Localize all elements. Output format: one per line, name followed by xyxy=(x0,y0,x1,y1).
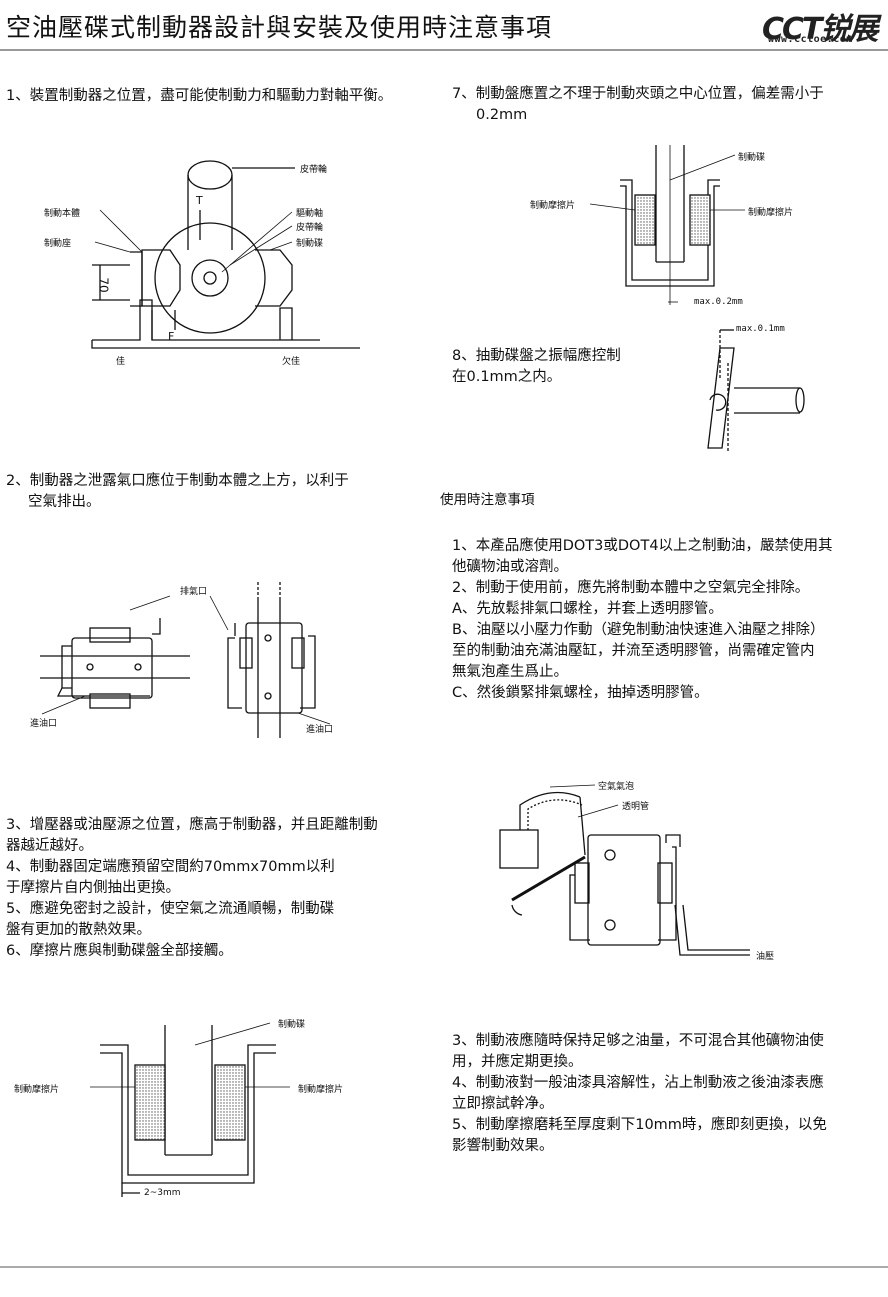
label-gap: 2~3mm xyxy=(144,1188,181,1198)
label-dim-70: 70 xyxy=(96,277,111,293)
label-max-01: max.0.1mm xyxy=(736,324,785,334)
item-2-line: 空氣排出。 xyxy=(28,494,101,510)
figure-bleeding: 空氣氣泡 透明管 油壓 xyxy=(490,775,820,975)
items-line: 器越近越好。 xyxy=(6,838,93,854)
bleed-diagram xyxy=(40,582,331,738)
item-7-text: 7、制動盤應置之不理于制動夾頭之中心位置，偏差需小于 0.2mm xyxy=(452,84,824,126)
label-brake-disc: 制動碟 xyxy=(296,239,324,249)
note-line: 5、制動摩擦磨耗至厚度剩下10mm時，應即刻更換，以免 xyxy=(452,1117,827,1133)
label-bad: 欠佳 xyxy=(282,357,301,367)
items-3-6-text: 3、增壓器或油壓源之位置，應高于制動器，并且距離制動 器越近越好。 4、制動器固… xyxy=(6,815,378,962)
notes-text: 1、本產品應使用DOT3或DOT4以上之制動油，嚴禁使用其 他礦物油或溶劑。 2… xyxy=(452,536,833,704)
label-pad-left: 制動摩擦片 xyxy=(14,1085,60,1095)
figure-bleed-port: 排氣口 進油口 進油口 xyxy=(30,578,370,748)
note-line: 無氣泡產生爲止。 xyxy=(452,664,568,680)
note-line: 立即擦試幹净。 xyxy=(452,1096,554,1112)
label-drive-shaft: 驅動軸 xyxy=(296,209,324,219)
page-title: 空油壓碟式制動器設計與安裝及使用時注意事項 xyxy=(6,13,553,42)
notes-2-text: 3、制動液應隨時保持足够之油量，不可混合其他礦物油使 用，并應定期更換。 4、制… xyxy=(452,1031,827,1157)
label-f: F xyxy=(168,330,175,343)
figure-vibration: max.0.1mm xyxy=(690,318,830,468)
label-disc: 制動碟 xyxy=(738,153,766,163)
items-line: 于摩擦片自内側抽出更換。 xyxy=(6,880,180,896)
note-line: 4、制動液對一般油漆具溶解性，沾上制動液之後油漆表應 xyxy=(452,1075,824,1091)
label-brake-body: 制動本體 xyxy=(44,209,81,219)
label-good: 佳 xyxy=(116,357,126,367)
item-8-line: 8、抽動碟盤之振幅應控制 xyxy=(452,348,621,364)
label-tube: 透明管 xyxy=(622,802,650,812)
item-1-text: 1、裝置制動器之位置，盡可能使制動力和驅動力對軸平衡。 xyxy=(6,88,393,104)
items-line: 6、摩擦片應與制動碟盤全部接觸。 xyxy=(6,943,233,959)
note-line: A、先放鬆排氣口螺栓，并套上透明膠管。 xyxy=(452,601,723,617)
note-line: B、油壓以小壓力作動（避免制動油快速進入油壓之排除） xyxy=(452,622,825,638)
item-7-line: 7、制動盤應置之不理于制動夾頭之中心位置，偏差需小于 xyxy=(452,86,824,102)
note-line: 影響制動效果。 xyxy=(452,1138,554,1154)
items-line: 盤有更加的散熱效果。 xyxy=(6,922,151,938)
item-2-line: 2、制動器之泄露氣口應位于制動本體之上方，以利于 xyxy=(6,473,349,489)
item-2-text: 2、制動器之泄露氣口應位于制動本體之上方，以利于 空氣排出。 xyxy=(6,471,349,513)
label-belt-wheel: 皮帶輪 xyxy=(300,165,328,175)
bleeding-diagram xyxy=(499,784,750,956)
items-line: 3、增壓器或油壓源之位置，應高于制動器，并且距離制動 xyxy=(6,817,378,833)
footer-divider xyxy=(0,1266,888,1268)
brand-logo: CCT锐展 www.cctoe.com xyxy=(762,4,880,47)
label-pad-right: 制動摩擦片 xyxy=(748,208,794,218)
disc-center-diagram xyxy=(589,145,745,305)
label-pad-right: 制動摩擦片 xyxy=(298,1085,344,1095)
label-max-02: max.0.2mm xyxy=(694,297,743,307)
label-bubble: 空氣氣泡 xyxy=(598,782,635,792)
item-8-text: 8、抽動碟盤之振幅應控制 在0.1mm之内。 xyxy=(452,346,621,388)
label-t: T xyxy=(196,194,203,207)
label-disc: 制動碟 xyxy=(278,1020,306,1030)
note-line: 1、本產品應使用DOT3或DOT4以上之制動油，嚴禁使用其 xyxy=(452,538,833,554)
items-line: 4、制動器固定端應預留空間約70mmx70mm以利 xyxy=(6,859,335,875)
note-line: 2、制動于使用前，應先將制動本體中之空氣完全排除。 xyxy=(452,580,810,596)
pad-contact-diagram xyxy=(90,1022,290,1197)
header-divider xyxy=(0,49,888,51)
mounting-diagram xyxy=(91,160,360,349)
vibration-diagram xyxy=(707,329,805,453)
note-line: 他礦物油或溶劑。 xyxy=(452,559,568,575)
items-line: 5、應避免密封之設計，使空氣之流通順暢，制動碟 xyxy=(6,901,335,917)
item-8-line: 在0.1mm之内。 xyxy=(452,369,562,385)
label-brake-seat: 制動座 xyxy=(44,239,72,249)
note-line: 3、制動液應隨時保持足够之油量，不可混合其他礦物油使 xyxy=(452,1033,824,1049)
label-inlet-right: 進油口 xyxy=(306,725,334,735)
figure-disc-center: 制動碟 制動摩擦片 制動摩擦片 max.0.2mm xyxy=(520,140,820,310)
notes-title: 使用時注意事項 xyxy=(440,492,535,508)
note-line: C、然後鎖緊排氣螺栓，抽掉透明膠管。 xyxy=(452,685,709,701)
note-line: 至的制動油充滿油壓缸，并流至透明膠管，尚需確定管内 xyxy=(452,643,815,659)
label-belt-wheel-2: 皮帶輪 xyxy=(296,223,324,233)
item-7-line: 0.2mm xyxy=(476,107,528,123)
logo-url: www.cctoe.com xyxy=(768,34,853,45)
label-inlet-left: 進油口 xyxy=(30,719,58,729)
label-oil: 油壓 xyxy=(756,952,775,962)
note-line: 用，并應定期更換。 xyxy=(452,1054,583,1070)
figure-mounting-balance: 皮帶輪 制動本體 驅動軸 皮帶輪 制動座 制動碟 70 T F 佳 欠佳 xyxy=(30,150,390,380)
figure-pad-contact: 制動碟 制動摩擦片 制動摩擦片 2~3mm xyxy=(10,1015,370,1205)
label-pad-left: 制動摩擦片 xyxy=(530,201,576,211)
logo-text: CCT锐展 xyxy=(762,12,878,47)
label-vent: 排氣口 xyxy=(180,587,208,597)
